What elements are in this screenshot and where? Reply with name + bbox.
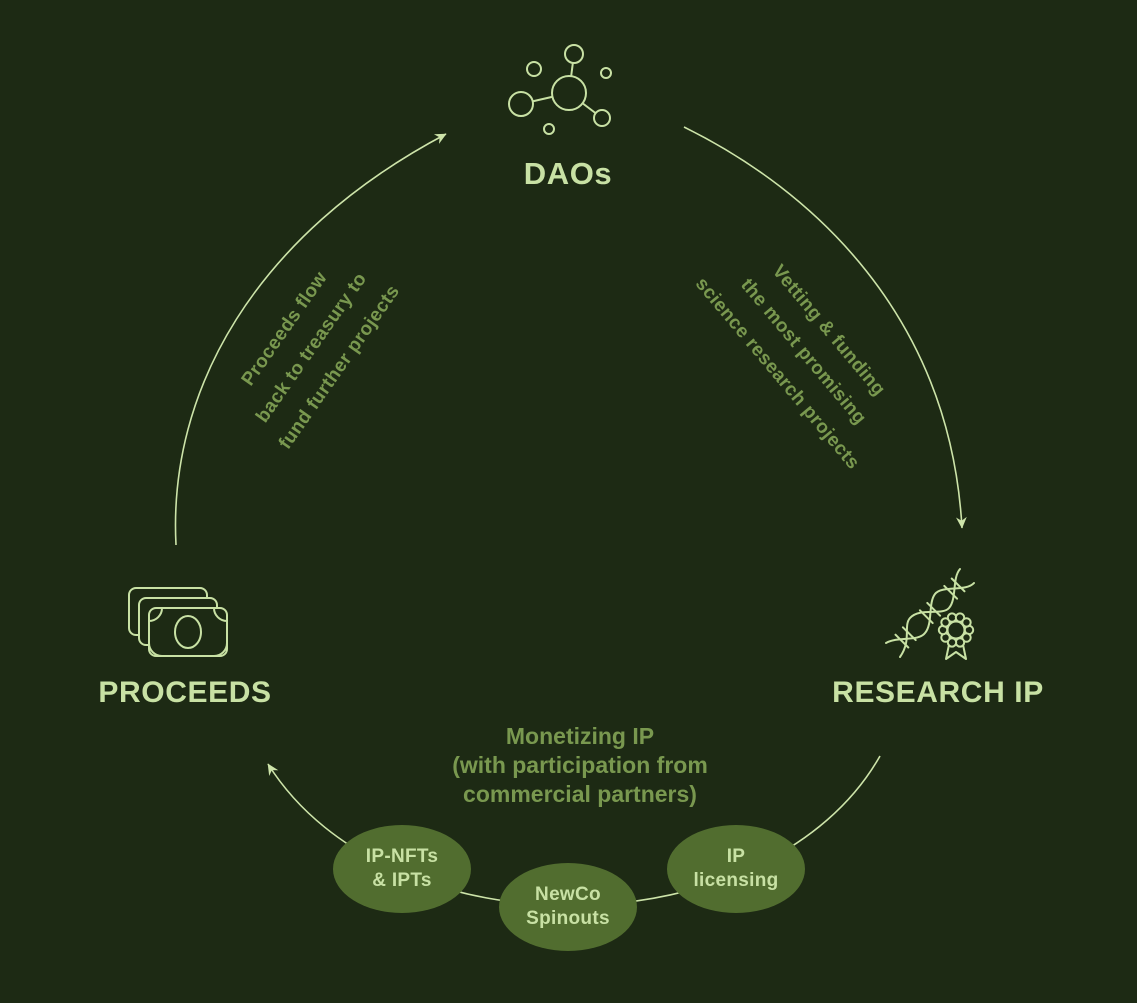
monetizing-ip-caption: Monetizing IP (with participation from c…	[452, 722, 708, 810]
monetizing-ip-caption-line: (with participation from	[452, 752, 708, 779]
badge-line: IP	[726, 846, 746, 868]
arc-proceeds-to-daos	[174, 133, 447, 546]
badge-ip-nfts-ipts: IP-NFTs & IPTs	[333, 825, 471, 913]
research-ip-label: RESEARCH IP	[832, 676, 1044, 709]
proceeds-label: PROCEEDS	[98, 676, 272, 709]
badge-line: & IPTs	[372, 870, 432, 891]
banknotes-icon	[128, 587, 228, 657]
badge-ip-licensing: IP licensing	[667, 825, 805, 913]
monetizing-ip-caption-line: commercial partners)	[463, 781, 697, 808]
badge-line: Spinouts	[526, 908, 610, 929]
network-molecule-icon	[508, 44, 612, 135]
badge-newco-spinouts: NewCo Spinouts	[499, 863, 637, 951]
badge-line: NewCo	[535, 884, 601, 906]
dna-seal-icon	[885, 568, 976, 660]
daos-label: DAOs	[523, 156, 613, 191]
badge-line: IP-NFTs	[365, 846, 439, 868]
arc-daos-to-research	[683, 126, 967, 529]
badge-line: licensing	[693, 870, 779, 891]
monetizing-ip-caption-line: Monetizing IP	[505, 723, 655, 750]
